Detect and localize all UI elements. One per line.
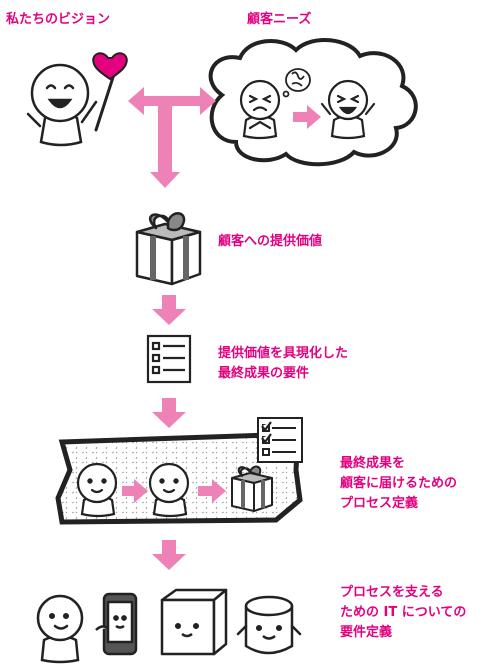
stressed-customer-icon [239, 79, 281, 140]
it-line-3: 要件定義 [340, 625, 393, 640]
vision-needs-connector [128, 87, 216, 188]
it-requirements-label: プロセスを支える ための IT についての 要件定義 [340, 583, 466, 643]
database-icon [236, 595, 302, 655]
requirements-document-icon [146, 334, 192, 384]
happy-customer-icon [320, 79, 376, 140]
it-line-2: ための IT についての [340, 605, 467, 620]
process-gift-icon [231, 465, 273, 512]
process-checklist-icon [257, 417, 303, 463]
process-worker-2-icon [148, 462, 190, 518]
needs-arrow [293, 105, 321, 129]
down-arrow-1 [152, 295, 186, 325]
heart-flag-icon [92, 52, 128, 81]
process-definition-label: 最終成果を 顧客に届けるための プロセス定義 [340, 454, 457, 514]
process-arrow-1 [122, 479, 148, 503]
down-arrow-3 [152, 540, 186, 570]
value-to-customer-label: 顧客への提供価値 [218, 234, 323, 249]
process-line-3: プロセス定義 [340, 496, 419, 511]
deliverable-requirements-label: 提供価値を具現化した 最終成果の要件 [218, 344, 348, 384]
process-arrow-2 [198, 479, 226, 503]
deliverable-line-1: 提供価値を具現化した [218, 346, 349, 361]
gift-box-icon [135, 212, 202, 286]
process-line-1: 最終成果を [340, 456, 406, 471]
vision-person-icon [26, 63, 118, 147]
thought-bubble-icon [282, 68, 311, 98]
it-line-1: プロセスを支える [340, 585, 444, 600]
process-line-2: 顧客に届けるための [340, 476, 458, 491]
process-worker-1-icon [76, 462, 118, 518]
server-icon [160, 588, 228, 656]
down-arrow-2 [152, 398, 186, 428]
user-with-phone-icon [36, 594, 84, 664]
smartphone-icon [95, 592, 138, 656]
customer-needs-label: 顧客ニーズ [247, 12, 312, 27]
our-vision-label: 私たちのビジョン [6, 12, 111, 27]
deliverable-line-2: 最終成果の要件 [218, 366, 310, 381]
